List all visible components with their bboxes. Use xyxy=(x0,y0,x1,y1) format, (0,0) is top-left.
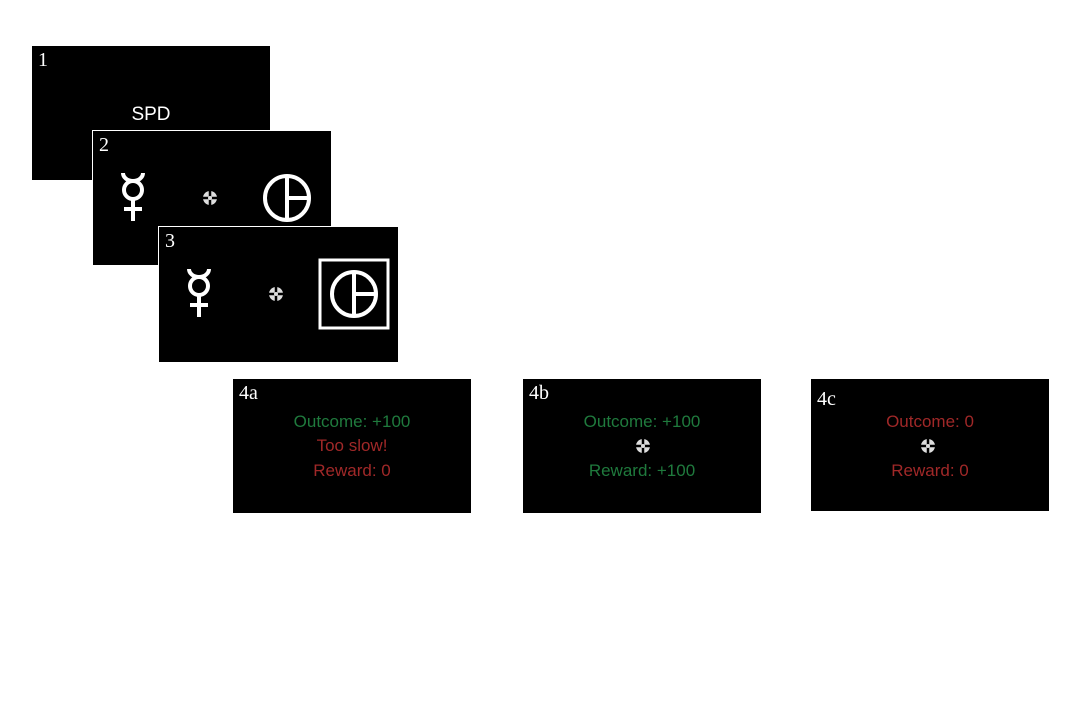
fixation-dot-icon xyxy=(921,439,935,453)
reward-text: Reward: 0 xyxy=(313,461,391,480)
cue-text: SPD xyxy=(131,104,171,125)
screen-number: 4a xyxy=(239,382,258,404)
screen-number: 4b xyxy=(529,382,549,404)
fixation-dot-icon xyxy=(203,191,217,205)
screen-4b: 4b Outcome: +100 Reward: +100 xyxy=(522,378,762,514)
outcome-text: Outcome: +100 xyxy=(583,412,701,431)
outcome-text: Outcome: +100 xyxy=(293,412,411,431)
screen-number: 4c xyxy=(817,388,836,410)
outcome-text: Outcome: 0 xyxy=(886,412,974,431)
screen-number: 3 xyxy=(165,230,175,252)
screen-number: 1 xyxy=(38,49,48,71)
screen-3: 3 xyxy=(158,226,399,363)
selection-box-icon xyxy=(318,258,390,330)
reward-text: Reward: +100 xyxy=(588,461,696,480)
screen-4a: 4a Outcome: +100 Too slow! Reward: 0 xyxy=(232,378,472,514)
too-slow-text: Too slow! xyxy=(316,436,388,455)
fixation-dot-icon xyxy=(636,439,650,453)
screen-4c: 4c Outcome: 0 Reward: 0 xyxy=(810,378,1050,512)
circle-t-symbol-icon xyxy=(330,270,378,318)
fixation-dot-icon xyxy=(269,287,283,301)
mercury-symbol-icon xyxy=(187,268,211,317)
screen-number: 2 xyxy=(99,134,109,156)
mercury-symbol-icon xyxy=(121,172,145,221)
reward-text: Reward: 0 xyxy=(891,461,969,480)
circle-t-symbol-icon xyxy=(263,174,311,222)
